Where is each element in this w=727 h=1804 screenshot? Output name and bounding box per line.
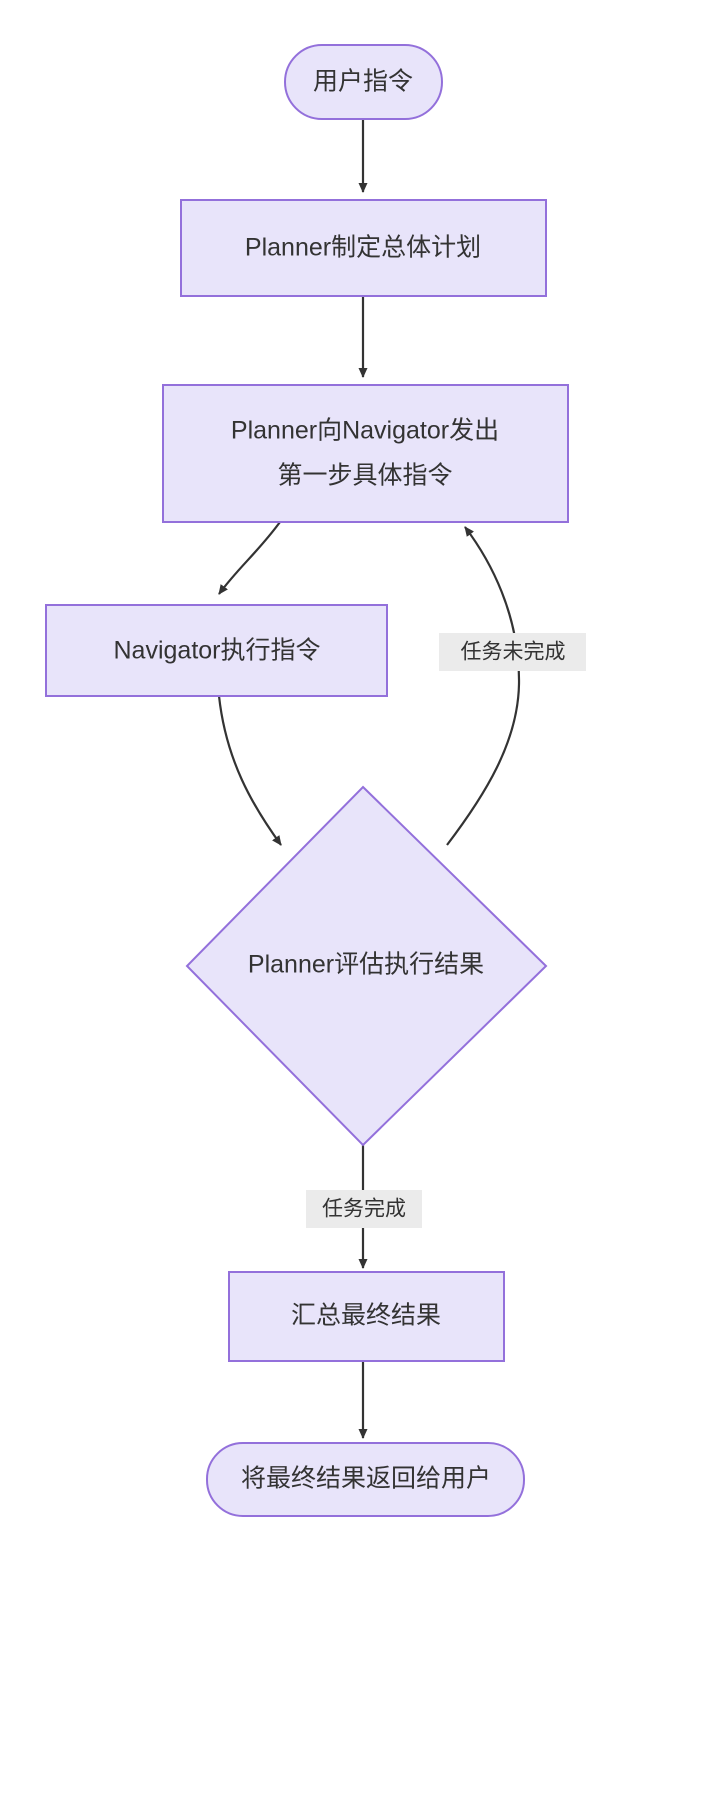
node-evaluate-label: Planner评估执行结果 (248, 951, 484, 979)
edge-instruct-to-execute (218, 521, 281, 595)
node-summarize-shape (228, 1271, 505, 1362)
node-instruct-label-line2: 第一步具体指令 (277, 462, 452, 490)
nodes-layer: 用户指令 Planner制定总体计划 Planner向Navigator发出 第… (45, 44, 569, 1517)
node-return-label: 将最终结果返回给用户 (241, 1465, 491, 1493)
edges-layer (217, 119, 521, 1439)
node-summarize-label: 汇总最终结果 (291, 1302, 441, 1330)
node-plan[interactable]: Planner制定总体计划 (180, 199, 547, 297)
edge-label-task-complete-bg (306, 1190, 422, 1228)
node-return-shape (206, 1442, 525, 1517)
node-instruct-shape (162, 384, 569, 523)
edge-labels-layer: 任务未完成 任务完成 (306, 633, 586, 1228)
node-return[interactable]: 将最终结果返回给用户 (206, 1442, 525, 1517)
edge-label-task-incomplete-bg (439, 633, 586, 671)
node-evaluate[interactable]: Planner评估执行结果 (185, 785, 548, 1147)
node-execute-label: Navigator执行指令 (114, 637, 321, 665)
node-summarize[interactable]: 汇总最终结果 (228, 1271, 505, 1362)
node-execute[interactable]: Navigator执行指令 (45, 604, 388, 697)
edge-label-task-incomplete: 任务未完成 (439, 633, 586, 671)
edge-label-task-incomplete-text: 任务未完成 (461, 641, 566, 664)
edge-label-task-complete: 任务完成 (306, 1190, 422, 1228)
edge-execute-to-evaluate (217, 695, 282, 846)
node-start[interactable]: 用户指令 (284, 44, 443, 120)
node-plan-shape (180, 199, 547, 297)
node-plan-label: Planner制定总体计划 (245, 234, 481, 262)
node-instruct-label-line1: Planner向Navigator发出 (231, 417, 499, 445)
node-start-shape (284, 44, 443, 120)
edge-label-task-complete-text: 任务完成 (322, 1198, 406, 1221)
node-evaluate-shape (185, 785, 548, 1147)
edge-evaluate-to-instruct (446, 526, 521, 846)
node-instruct[interactable]: Planner向Navigator发出 第一步具体指令 (162, 384, 569, 523)
node-execute-shape (45, 604, 388, 697)
node-start-label: 用户指令 (313, 68, 413, 96)
